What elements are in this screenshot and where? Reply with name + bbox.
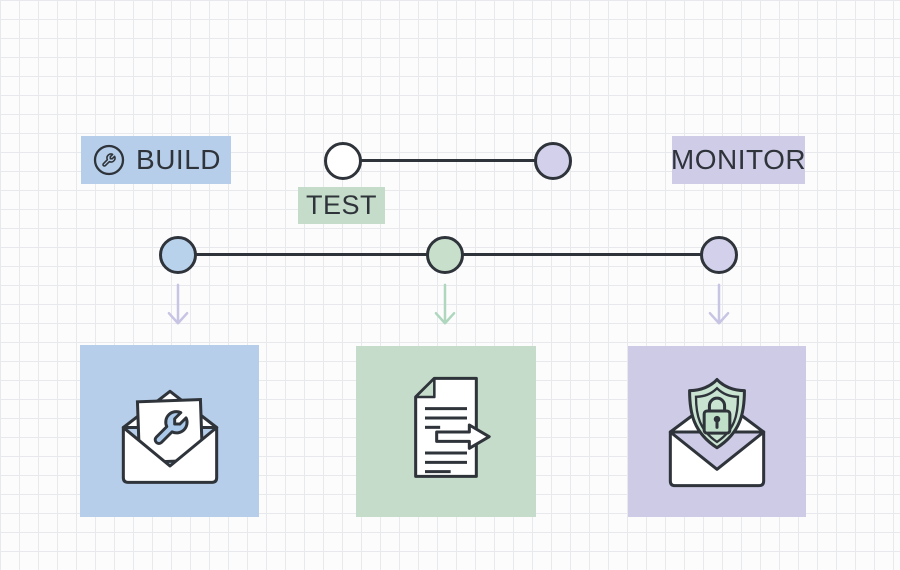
- envelope-front: [668, 429, 766, 487]
- test-stage-label: TEST: [305, 190, 377, 220]
- wrench-circle-icon: [93, 144, 125, 176]
- main-connector-node-test: [426, 236, 464, 274]
- wrench-glyph: [153, 410, 189, 445]
- monitor-stage-badge: MONITOR: [670, 136, 807, 184]
- lock-shackle: [707, 396, 727, 411]
- down-arrow-test-icon: [434, 283, 456, 325]
- monitor-card: [628, 346, 806, 517]
- export-arrow: [435, 422, 491, 450]
- envelope-front: [121, 425, 218, 484]
- build-stage-badge: BUILD: [81, 136, 231, 184]
- monitor-stage-label: MONITOR: [670, 144, 807, 175]
- down-arrow-monitor-icon: [708, 283, 730, 325]
- build-card: [80, 345, 259, 517]
- top-connector-line: [343, 159, 553, 162]
- test-card: [356, 346, 536, 517]
- shield-inner-line: [694, 386, 740, 443]
- document-export-icon: [414, 376, 491, 478]
- top-connector-node-start: [324, 142, 362, 180]
- build-stage-label: BUILD: [136, 144, 221, 175]
- document-fold: [414, 376, 436, 398]
- envelope-shield-lock-icon: [668, 377, 766, 487]
- top-connector-node-end: [534, 142, 572, 180]
- envelope-wrench-icon: [121, 389, 218, 484]
- test-stage-badge: TEST: [298, 187, 385, 224]
- down-arrow-build-icon: [167, 283, 189, 325]
- main-connector-node-build: [159, 236, 197, 274]
- document-text-lines: [425, 406, 467, 473]
- main-connector-node-monitor: [700, 236, 738, 274]
